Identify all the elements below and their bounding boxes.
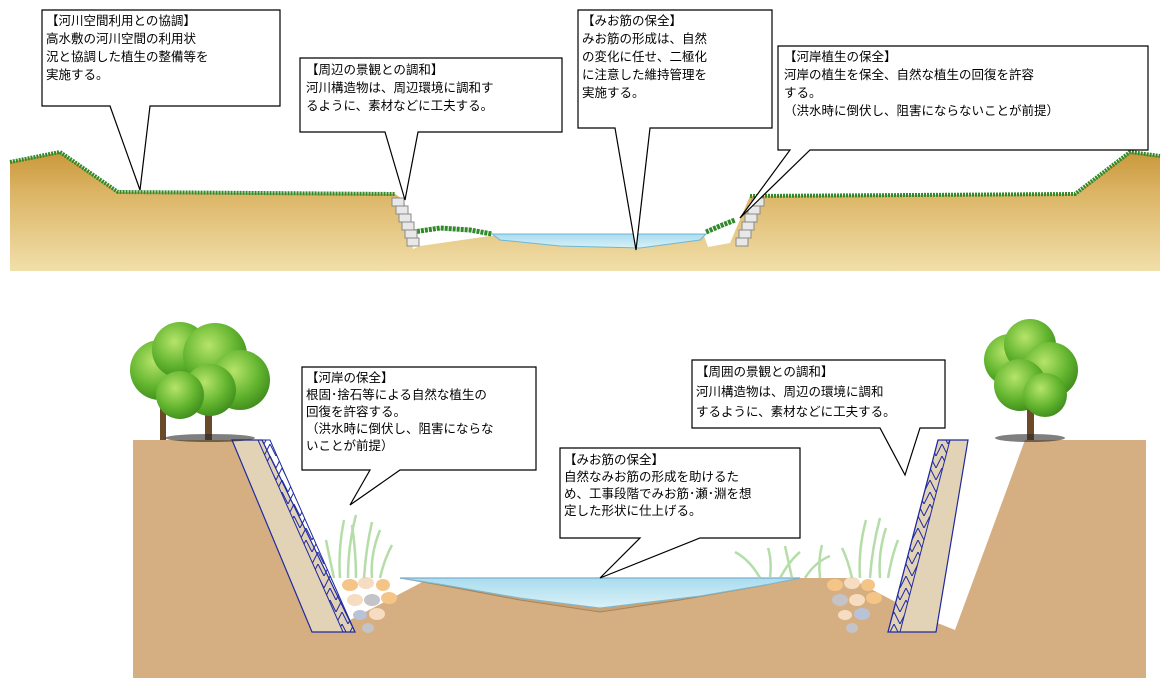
callout-boxes (41, 9, 1149, 579)
top-grass-bank-left (412, 225, 493, 237)
callout-bottom-landscape-text: 【周囲の景観との調和】 河川構造物は、周辺の環境に調和 するように、素材などに工… (696, 364, 896, 419)
reeds-center-right (734, 544, 831, 579)
callout-box-bottom-landscape (691, 359, 946, 477)
callout-river-space-text: 【河川空間利用との協調】 高水敷の河川空間の利用状 況と協調した植生の整備等を … (46, 13, 209, 82)
tree-left (130, 322, 270, 442)
callout-bottom-low-water-text: 【みお筋の保全】 自然なみお筋の形成を助けるた め、工事段階でみお筋･瀬･淵を想… (564, 452, 752, 518)
bottom-water (399, 577, 801, 609)
bottom-truss-left (257, 439, 356, 633)
callout-top-low-water-text: 【みお筋の保全】 みお筋の形成は、自然 の変化に任せ、二極化 に注意した維持管理… (582, 13, 708, 100)
tree-right (984, 319, 1078, 442)
reeds-left (324, 514, 394, 579)
bottom-cross-section (130, 319, 1146, 678)
top-revetment-right (735, 197, 765, 247)
stones-left (342, 577, 397, 633)
top-cross-section (9, 149, 1161, 271)
top-grass-left (9, 149, 396, 196)
stones-right (827, 577, 882, 633)
top-revetment-left (391, 197, 420, 247)
bottom-truss-right (887, 439, 951, 633)
callout-bottom-bank-text: 【河岸の保全】 根固･捨石等による自然な植生の 回復を許容する。 （洪水時に倒伏… (306, 370, 494, 453)
callout-box-river-space (41, 9, 281, 191)
top-water (490, 233, 708, 249)
top-soil (10, 152, 1160, 271)
callout-box-top-landscape (299, 57, 563, 201)
callout-box-bottom-bank (301, 366, 537, 506)
callout-box-top-low-water (577, 9, 773, 251)
callout-top-landscape-text: 【周辺の景観との調和】 河川構造物は、周辺環境に調和す るように、素材などに工夫… (306, 62, 494, 113)
callout-box-bank-vegetation (739, 45, 1149, 219)
reeds-right (840, 517, 900, 579)
callout-box-bottom-low-water (559, 447, 801, 579)
top-grass-bank-right (705, 217, 736, 235)
callout-bank-vegetation-text: 【河岸植生の保全】 河岸の植生を保全、自然な植生の回復を許容 する。 （洪水時に… (784, 49, 1060, 118)
top-grass-right (749, 149, 1161, 198)
